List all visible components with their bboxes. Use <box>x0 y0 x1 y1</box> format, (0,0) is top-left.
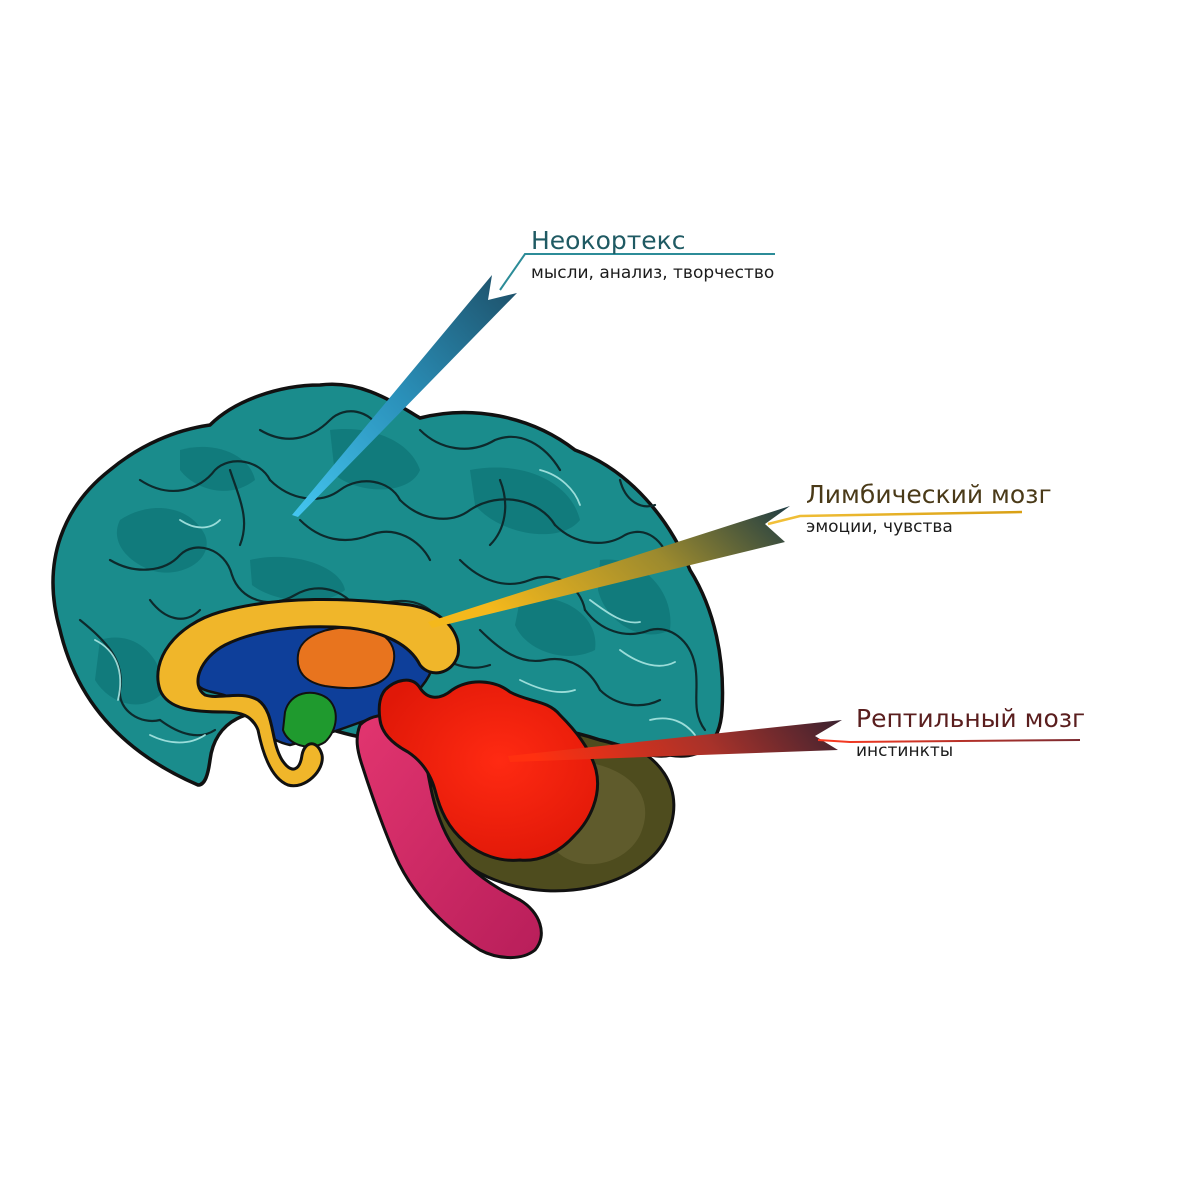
limbic-ring <box>156 597 460 788</box>
neocortex-label-line <box>499 253 775 291</box>
neocortex-label: Неокортекс мысли, анализ, творчество <box>531 226 774 284</box>
limbic-title: Лимбический мозг <box>806 480 1052 509</box>
reptilian-brain-shape <box>377 678 599 862</box>
reptilian-label: Рептильный мозг инстинкты <box>856 704 1085 762</box>
limbic-label-line <box>767 510 1023 526</box>
limbic-pointer-ray <box>428 506 790 628</box>
limbic-orange-structure <box>296 626 396 690</box>
reptilian-title: Рептильный мозг <box>856 704 1086 733</box>
limbic-green-structure <box>281 691 337 748</box>
neocortex-gyri-dark <box>78 410 707 737</box>
neocortex-description: мысли, анализ, творчество <box>531 263 775 283</box>
reptilian-pointer-ray <box>508 720 842 762</box>
limbic-label: Лимбический мозг эмоции, чувства <box>806 480 1052 538</box>
reptilian-description: инстинкты <box>856 741 954 761</box>
limbic-description: эмоции, чувства <box>806 517 953 537</box>
neocortex-title: Неокортекс <box>531 226 686 255</box>
neocortex-pointer-ray <box>292 275 517 517</box>
reptilian-label-line <box>817 739 1081 744</box>
